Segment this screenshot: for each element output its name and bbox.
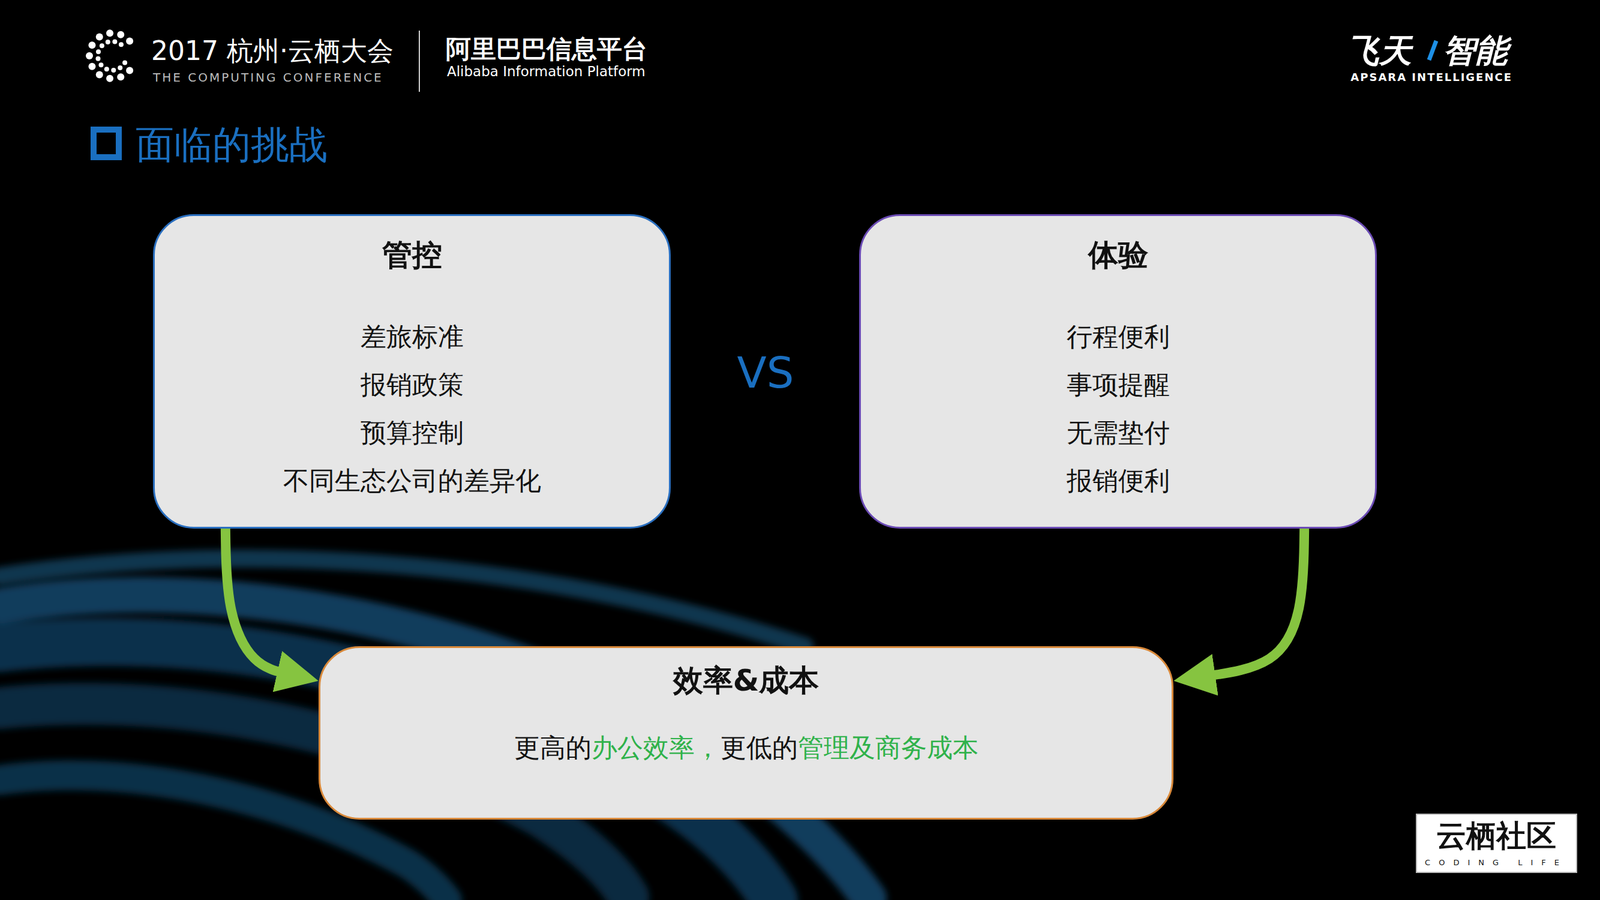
badge-subtitle: CODING LIFE (1424, 857, 1568, 868)
brand-subtitle: APSARA INTELLIGENCE (1350, 70, 1513, 84)
slide-title: 面临的挑战 (135, 121, 328, 168)
list-item: 报销政策 (172, 360, 651, 409)
body-phrase: 管理及商务成本 (797, 732, 979, 763)
list-item: 行程便利 (878, 312, 1358, 361)
curved-arrow (225, 528, 290, 675)
box-heading: 管控 (172, 234, 651, 276)
list-item: 差旅标准 (172, 312, 651, 361)
brand-word: 智能 (1442, 31, 1508, 71)
body-line: 更高的办公效率，更低的管理及商务成本 (338, 723, 1154, 772)
outcome-box: 效率&成本更高的办公效率，更低的管理及商务成本 (318, 646, 1174, 820)
box-body: 差旅标准报销政策预算控制不同生态公司的差异化 (172, 312, 651, 505)
box-body: 行程便利事项提醒无需垫付报销便利 (878, 312, 1358, 505)
badge-name: 云栖社区 (1436, 817, 1557, 854)
curved-arrow (1202, 528, 1305, 677)
platform-name: 阿里巴巴信息平台 (445, 34, 648, 65)
header-divider (418, 30, 420, 92)
control-box: 管控差旅标准报销政策预算控制不同生态公司的差异化 (152, 214, 671, 529)
body-phrase: 办公效率， (591, 732, 721, 763)
body-phrase: 更低的 (720, 732, 798, 763)
title-bullet (93, 129, 119, 158)
versus-label: VS (737, 346, 795, 399)
conference-subtitle: THE COMPUTING CONFERENCE (152, 70, 384, 85)
list-item: 报销便利 (878, 456, 1358, 505)
list-item: 无需垫付 (878, 408, 1358, 457)
list-item: 不同生态公司的差异化 (172, 456, 651, 505)
box-heading: 效率&成本 (338, 659, 1154, 701)
experience-box: 体验行程便利事项提醒无需垫付报销便利 (859, 214, 1377, 529)
list-item: 事项提醒 (878, 360, 1358, 409)
badge-ground (1416, 814, 1577, 873)
platform-subtitle: Alibaba Information Platform (446, 63, 646, 81)
box-heading: 体验 (878, 234, 1358, 276)
conference-name: 2017 杭州·云栖大会 (151, 35, 394, 68)
conference-logo (85, 29, 134, 83)
brand-slash (1429, 40, 1437, 60)
list-item: 预算控制 (172, 408, 651, 457)
brand-word: 飞天 (1346, 31, 1412, 71)
box-body: 更高的办公效率，更低的管理及商务成本 (338, 723, 1154, 772)
body-phrase: 更高的 (514, 732, 592, 763)
